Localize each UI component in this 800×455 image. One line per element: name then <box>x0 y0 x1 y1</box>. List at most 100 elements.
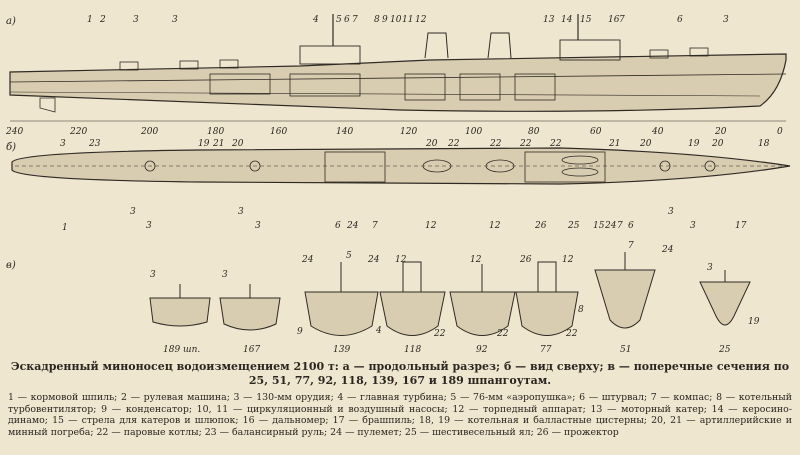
top-view <box>11 147 791 185</box>
callout-a: 13 <box>543 15 555 25</box>
callout-a: 5 <box>336 15 342 25</box>
section-167-label: 167 <box>243 345 260 355</box>
section-139-label: 139 <box>333 345 350 355</box>
frame-0: 0 <box>777 127 783 137</box>
figure-caption: Эскадренный миноносец водоизмещением 210… <box>10 360 790 387</box>
callout-c: 3 <box>150 270 156 280</box>
callout-c: 24 <box>661 245 674 255</box>
callout-c: 19 <box>748 317 760 327</box>
callout-a: 18 <box>758 139 770 149</box>
callout-b: 12 <box>425 221 437 231</box>
section-189-label: 189 шп. <box>163 345 200 355</box>
callout-c: 24 <box>301 255 314 265</box>
callout-c: 22 <box>496 329 509 339</box>
frame-60: 60 <box>590 127 602 137</box>
callout-a: 11 <box>402 15 413 25</box>
callout-c: 9 <box>297 327 303 337</box>
callout-a: 14 <box>561 15 573 25</box>
frame-80: 80 <box>528 127 540 137</box>
callout-a: 20 <box>231 139 244 149</box>
callout-b: 24 <box>604 221 617 231</box>
frame-40: 40 <box>651 127 664 137</box>
callout-b: 3 <box>146 221 152 231</box>
callout-a: 19 <box>688 139 700 149</box>
callout-b: 6 <box>335 221 341 231</box>
callout-b: 24 <box>346 221 359 231</box>
callout-b: 1 <box>62 223 68 233</box>
callout-a: 22 <box>489 139 502 149</box>
callout-b: 17 <box>735 221 747 231</box>
section-25-label: 25 <box>718 345 731 355</box>
section-118-label: 118 <box>404 345 421 355</box>
section-77-label: 77 <box>540 345 552 355</box>
callout-b: 3 <box>238 207 244 217</box>
callout-b: 7 <box>617 221 623 231</box>
callout-b: 25 <box>567 221 580 231</box>
callout-a: 3 <box>723 15 729 25</box>
section-51-label: 51 <box>620 345 631 355</box>
callout-a: 16 <box>608 15 620 25</box>
callout-a: 20 <box>639 139 652 149</box>
callout-c: 12 <box>395 255 407 265</box>
callout-a: 19 <box>198 139 210 149</box>
callout-c: 3 <box>707 263 713 273</box>
panel-b-label: б) <box>6 142 16 153</box>
callout-a: 20 <box>425 139 438 149</box>
callout-a: 3 <box>60 139 66 149</box>
callout-a: 4 <box>312 15 319 25</box>
frame-160: 160 <box>270 127 287 137</box>
callout-a: 9 <box>382 15 388 25</box>
callout-c: 26 <box>519 255 532 265</box>
callout-c: 22 <box>565 329 578 339</box>
callout-a: 20 <box>711 139 724 149</box>
callout-a: 6 <box>677 15 683 25</box>
callout-a: 7 <box>352 15 358 25</box>
frame-200: 200 <box>140 127 158 137</box>
callout-b: 6 <box>628 221 634 231</box>
section-92-label: 92 <box>476 345 488 355</box>
callout-a: 10 <box>390 15 402 25</box>
callout-b: 26 <box>534 221 547 231</box>
callout-b: 3 <box>690 221 696 231</box>
callout-a: 3 <box>133 15 139 25</box>
callout-a: 6 <box>344 15 350 25</box>
callout-c: 4 <box>375 326 382 336</box>
callout-a: 1 <box>87 15 93 25</box>
callout-a: 23 <box>88 139 101 149</box>
callout-b: 7 <box>372 221 378 231</box>
callout-b: 3 <box>668 207 674 217</box>
callout-c: 3 <box>222 270 228 280</box>
figure-legend: 1 — кормовой шпиль; 2 — рулевая машина; … <box>8 392 792 438</box>
cross-sections <box>149 252 751 336</box>
callout-a: 15 <box>580 15 592 25</box>
frame-180: 180 <box>207 127 224 137</box>
callout-a: 2 <box>99 15 106 25</box>
callout-a: 22 <box>549 139 562 149</box>
callout-b: 12 <box>489 221 501 231</box>
panel-c-label: в) <box>6 260 16 271</box>
callout-a: 22 <box>447 139 460 149</box>
callout-c: 24 <box>367 255 380 265</box>
frame-120: 120 <box>400 127 417 137</box>
callout-c: 5 <box>346 251 352 261</box>
frame-220: 220 <box>69 127 87 137</box>
callout-b: 3 <box>130 207 136 217</box>
panel-a-label: a) <box>6 16 16 27</box>
callout-a: 3 <box>172 15 178 25</box>
callout-a: 22 <box>519 139 532 149</box>
callout-c: 8 <box>578 305 584 315</box>
frame-240: 240 <box>5 127 23 137</box>
frame-100: 100 <box>465 127 482 137</box>
frame-20: 20 <box>714 127 727 137</box>
frame-140: 140 <box>336 127 353 137</box>
callout-a: 7 <box>619 15 625 25</box>
longitudinal-section <box>9 14 787 122</box>
callout-c: 12 <box>470 255 482 265</box>
callout-a: 21 <box>212 139 224 149</box>
callout-b: 3 <box>255 221 261 231</box>
callout-a: 21 <box>608 139 620 149</box>
callout-b: 15 <box>593 221 605 231</box>
callout-a: 8 <box>374 15 380 25</box>
callout-c: 7 <box>628 241 634 251</box>
callout-c: 12 <box>562 255 574 265</box>
